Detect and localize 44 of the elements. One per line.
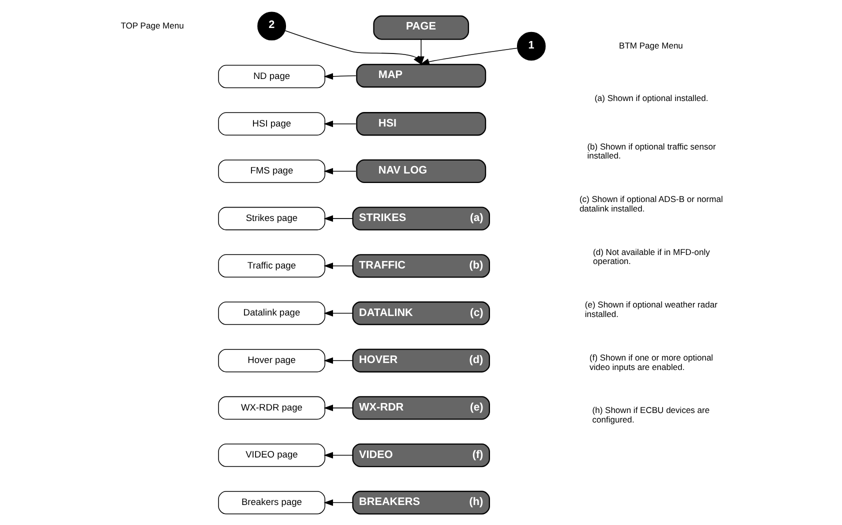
node-box: Hover page [218,348,325,372]
node-box: STRIKES (a) [352,206,490,230]
arrow [419,47,518,64]
label: (d) Not available if in MFD-only operation. [592,246,710,266]
label: (f) Shown if one or more optional video inputs are enabled. [589,352,713,372]
arrow [323,404,353,411]
arrow [417,38,424,66]
arrow [323,167,356,174]
node-box: ND page [218,64,325,88]
node-circle: 2 [256,11,286,40]
node-box: Datalink page [218,301,325,324]
node-circle: 1 [516,31,546,60]
label: (c) Shown if optional ADS-B or normal datalink installed. [578,194,722,213]
node-box: TRAFFIC (b) [352,254,490,278]
arrow [323,262,353,269]
node-box: PAGE [372,14,469,40]
node-box: VIDEO (f) [352,442,490,467]
label: (b) Shown if optional traffic sensor installed. [586,140,716,160]
label: BTM Page Menu [618,40,682,50]
node-box: HSI page [218,112,325,136]
node-box: Breakers page [218,490,325,514]
node-box: Strikes page [218,206,325,230]
node-box: DATALINK (c) [352,300,490,325]
arrow [323,356,353,364]
node-box: WX-RDR (e) [352,396,490,420]
arrow [323,452,353,458]
label: (e) Shown if optional weather radar installed. [584,299,717,318]
arrow [323,214,353,222]
arrow [323,310,353,316]
node-box: VIDEO page [218,443,325,466]
node-box: BREAKERS (h) [352,490,490,514]
node-box: HSI [356,112,486,136]
arrow [323,498,353,506]
label: TOP Page Menu [120,20,184,30]
label: (a) Shown if optional installed. [594,92,708,103]
label: (h) Shown if ECBU devices are configured. [592,404,710,424]
arrow [323,120,356,127]
node-box: MAP [356,63,486,88]
node-box: NAV LOG [356,158,486,183]
node-box: WX-RDR page [218,396,325,420]
node-box: HOVER (d) [352,348,490,372]
node-box: FMS page [218,159,325,182]
arrow [323,72,356,80]
node-box: Traffic page [218,254,325,278]
